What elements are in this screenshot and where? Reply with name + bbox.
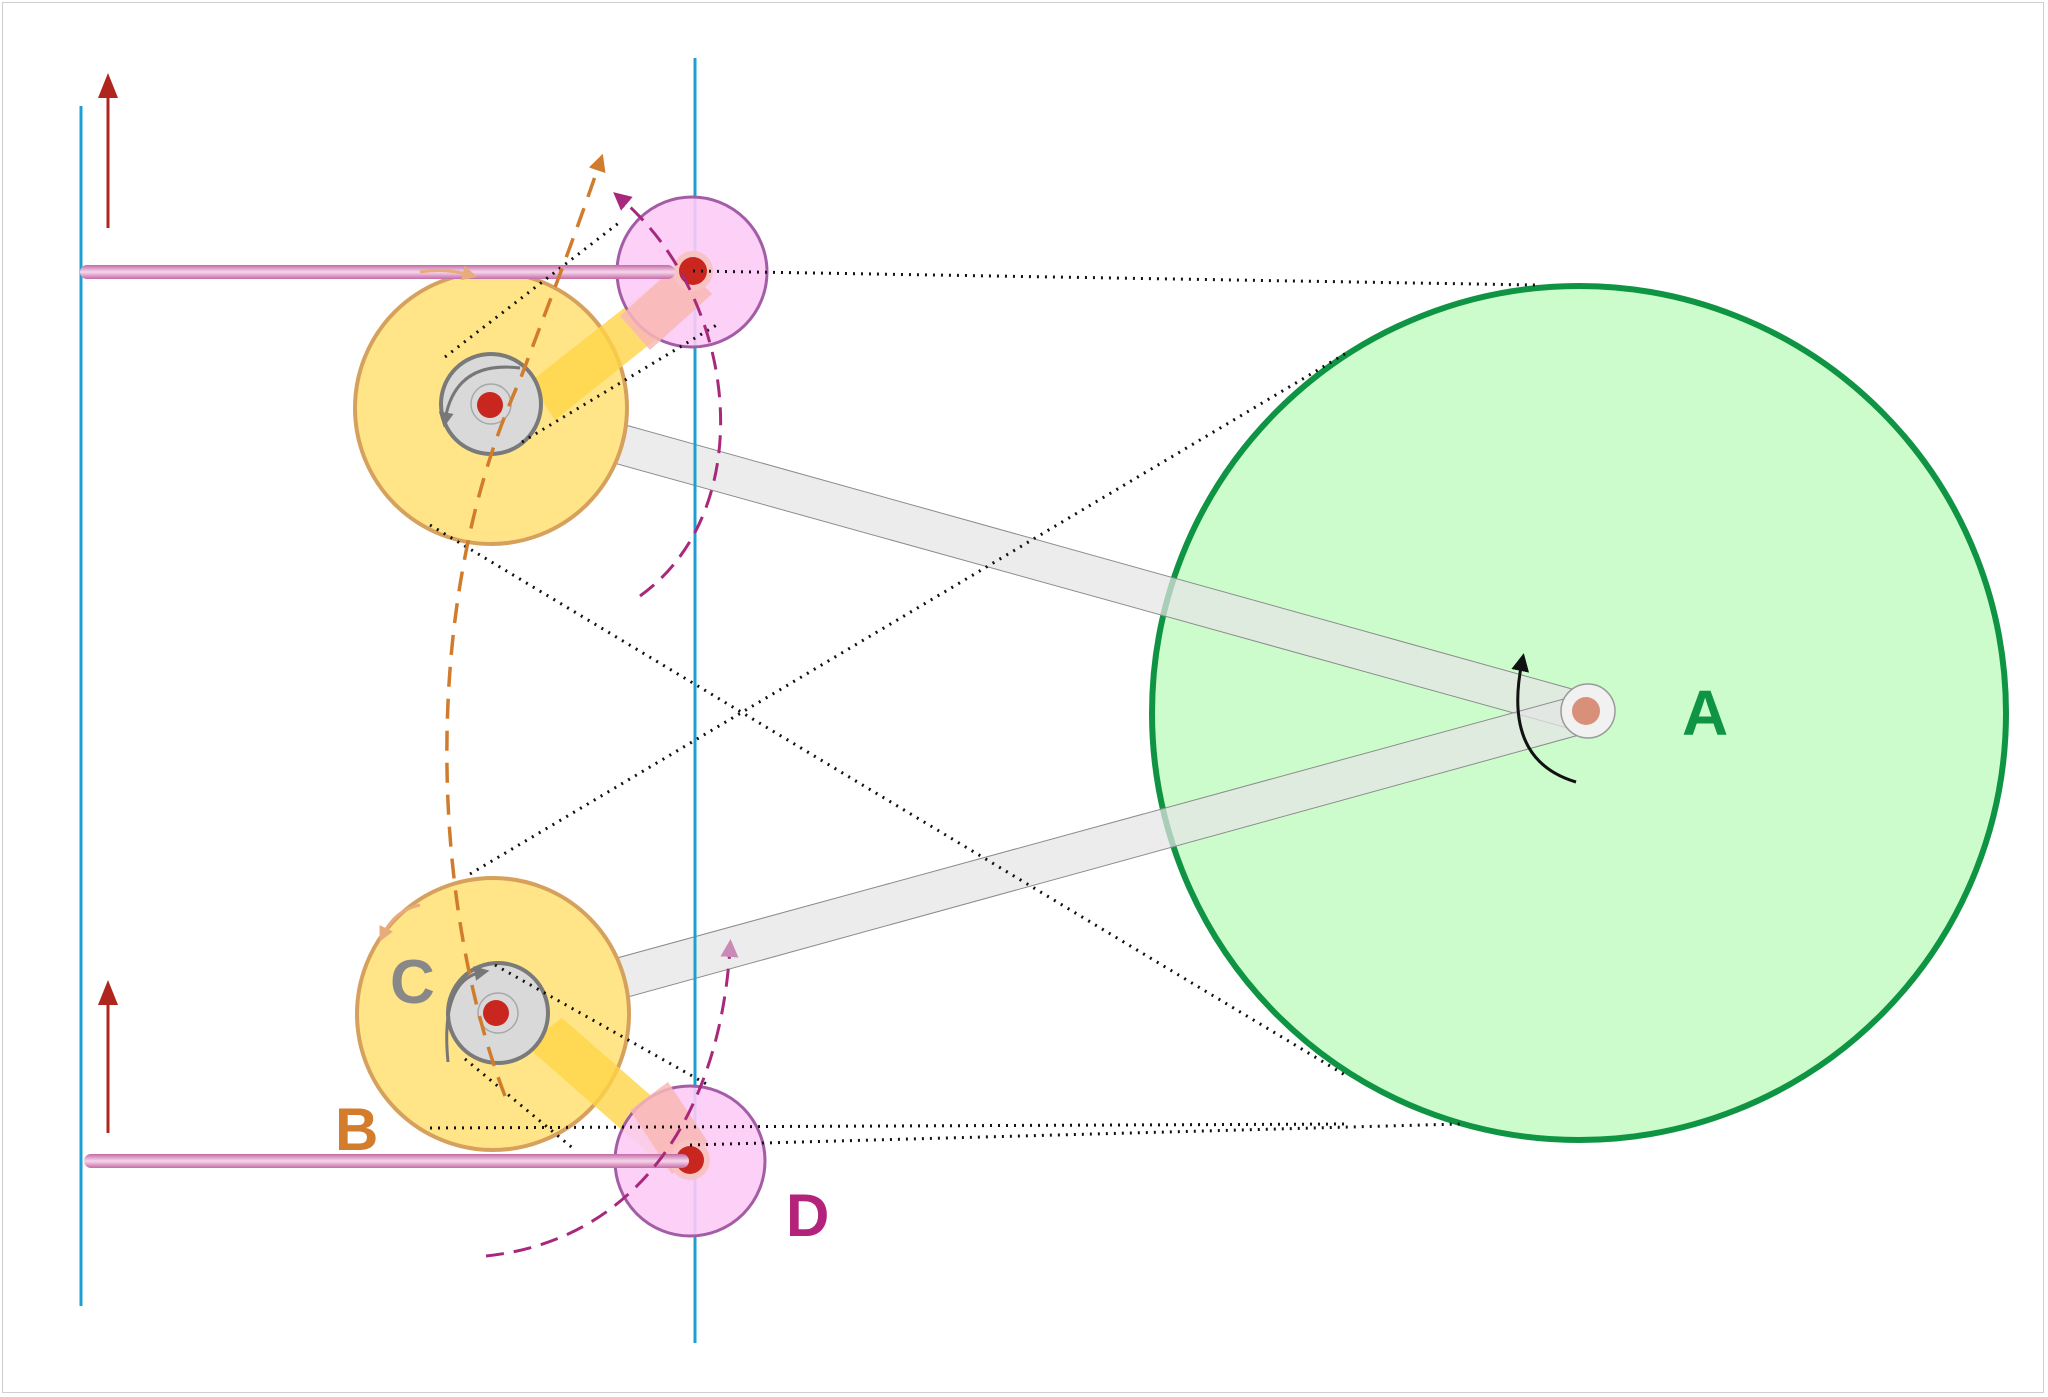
rod-upper xyxy=(80,265,675,279)
dot-c-upper xyxy=(477,392,503,418)
dot-c-lower xyxy=(483,1000,509,1026)
path-orange-arc xyxy=(445,153,606,1097)
rotation-arrow-a xyxy=(1511,653,1577,784)
label-b: B xyxy=(335,1096,378,1163)
label-a: A xyxy=(1682,677,1728,749)
path-magenta-upper xyxy=(613,192,722,598)
pivot-a-dot xyxy=(1572,697,1600,725)
path-magenta-lower xyxy=(485,939,739,1258)
rod-lower xyxy=(84,1154,689,1168)
up-arrow-bottom-head xyxy=(98,980,118,1005)
up-arrow-top-head xyxy=(98,73,118,98)
dotted-construction-lines xyxy=(429,220,1536,1152)
rotation-arrow-b-upper xyxy=(419,265,478,281)
rotation-arrow-b-lower xyxy=(379,903,421,942)
label-d: D xyxy=(786,1182,829,1249)
label-c: C xyxy=(390,948,435,1017)
rotation-arrow-c-upper xyxy=(438,365,521,428)
pivot-c-lower-inner xyxy=(477,992,519,1034)
rotation-arrow-c-lower xyxy=(445,966,490,1063)
